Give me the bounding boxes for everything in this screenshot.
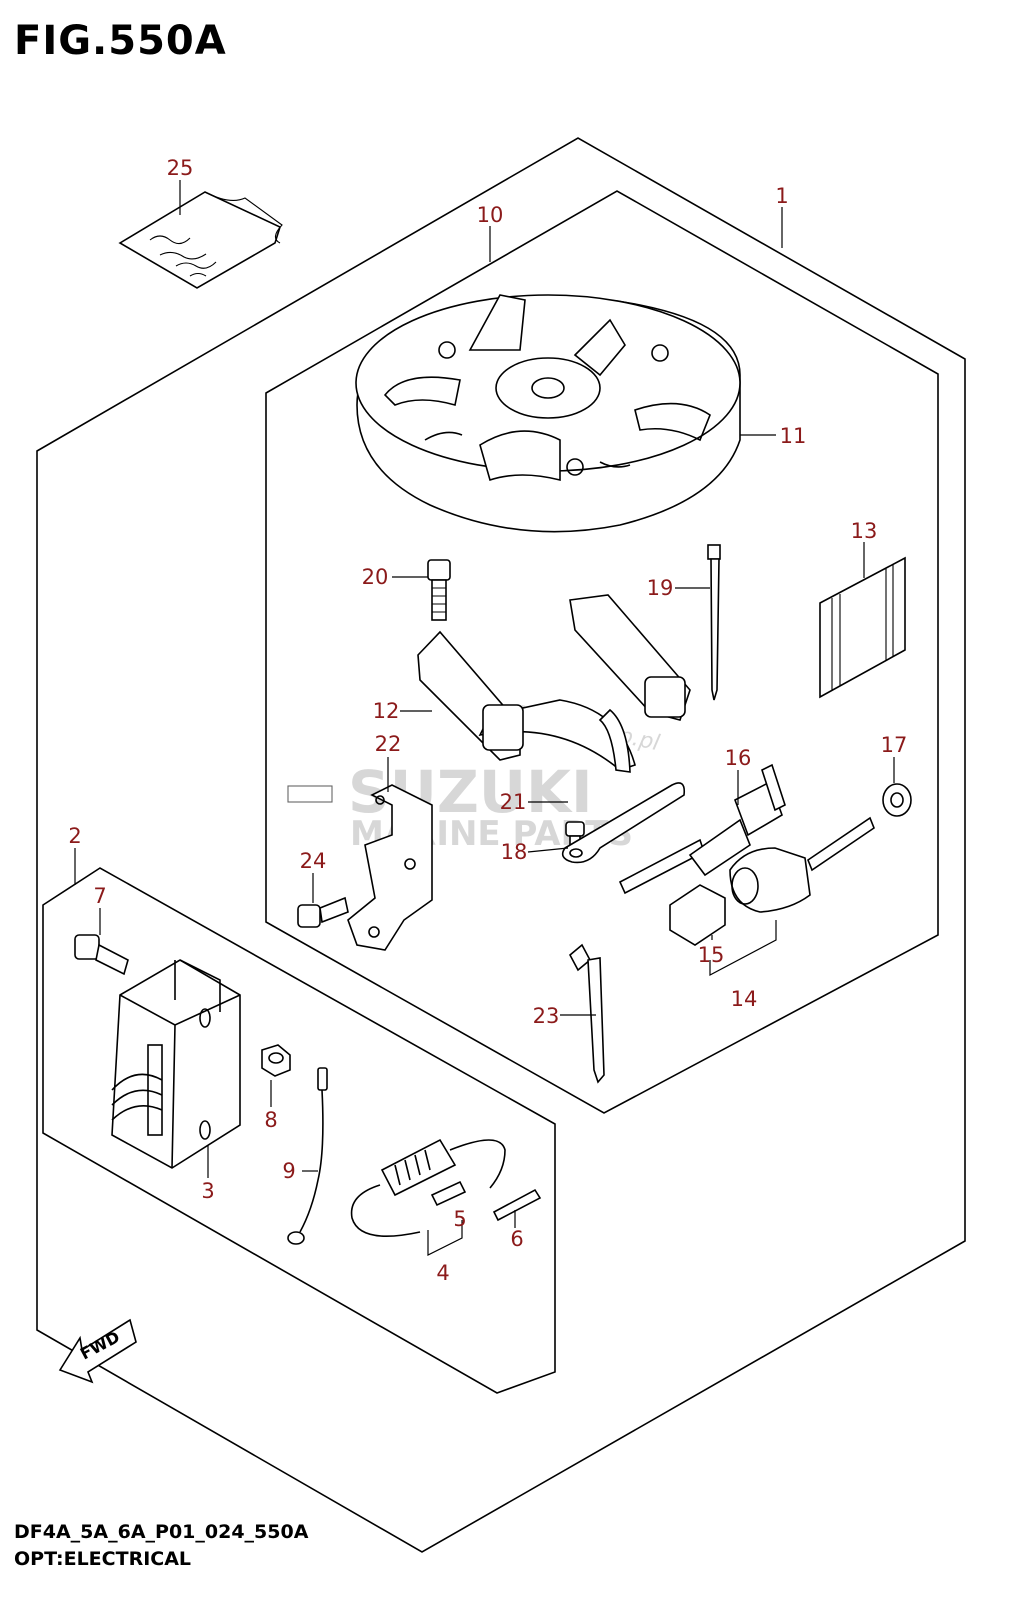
callout-9[interactable]: 9	[282, 1159, 295, 1183]
regulator-group-boundary	[42, 867, 556, 1394]
flywheel-group-boundary	[265, 190, 939, 1114]
callout-6[interactable]: 6	[510, 1227, 523, 1251]
callout-25[interactable]: 25	[167, 156, 194, 180]
callout-8[interactable]: 8	[264, 1108, 277, 1132]
callout-3[interactable]: 3	[201, 1179, 214, 1203]
callout-20[interactable]: 20	[362, 565, 389, 589]
callout-14[interactable]: 14	[731, 987, 758, 1011]
callout-18[interactable]: 18	[501, 840, 528, 864]
callout-5[interactable]: 5	[453, 1207, 466, 1231]
part-24-bolt[interactable]	[297, 896, 349, 928]
part-15-coupler[interactable]	[669, 884, 726, 946]
part-4-fuse-holder[interactable]	[350, 1138, 506, 1237]
part-7-bolt[interactable]	[74, 934, 129, 976]
part-5-fuse[interactable]	[430, 1180, 467, 1207]
callout-19[interactable]: 19	[647, 576, 674, 600]
callout-labels: 1 2 3 4 5 6 7 8 9 10 11 12 13 14 15 16 1…	[68, 156, 907, 1285]
callout-17[interactable]: 17	[881, 733, 908, 757]
callout-4[interactable]: 4	[436, 1261, 449, 1285]
callout-1[interactable]: 1	[775, 184, 788, 208]
part-3-regulator[interactable]	[111, 959, 241, 1169]
part-19-cable-tie[interactable]	[707, 544, 721, 701]
kit-boundary	[36, 137, 966, 1553]
figure-subtitle: OPT:ELECTRICAL	[14, 1548, 192, 1570]
part-17-grommet[interactable]	[882, 783, 912, 817]
part-6-pin[interactable]	[492, 1188, 542, 1222]
part-18-ground-lead[interactable]	[561, 782, 686, 864]
part-13-label[interactable]	[819, 556, 906, 699]
fwd-direction-badge: FWD	[58, 1318, 137, 1384]
part-9-ground-wire[interactable]	[287, 1067, 328, 1245]
part-12-charging-coils[interactable]	[417, 594, 691, 773]
callout-21[interactable]: 21	[500, 790, 527, 814]
callout-11[interactable]: 11	[780, 424, 807, 448]
callout-22[interactable]: 22	[375, 732, 402, 756]
callout-7[interactable]: 7	[93, 884, 106, 908]
callout-23[interactable]: 23	[533, 1004, 560, 1028]
part-16-connector[interactable]	[618, 763, 786, 895]
callout-15[interactable]: 15	[698, 943, 725, 967]
part-23-cable-tie[interactable]	[568, 943, 605, 1084]
callout-2[interactable]: 2	[68, 824, 81, 848]
callout-12[interactable]: 12	[373, 699, 400, 723]
part-8-nut[interactable]	[261, 1044, 291, 1077]
part-14-plug-assembly[interactable]	[729, 816, 875, 913]
figure-code: DF4A_5A_6A_P01_024_550A	[14, 1521, 309, 1543]
part-11-flywheel[interactable]	[355, 294, 741, 533]
part-22-bracket[interactable]	[347, 784, 433, 951]
leader-lines	[74, 180, 895, 1256]
callout-10[interactable]: 10	[477, 203, 504, 227]
callout-13[interactable]: 13	[851, 519, 878, 543]
part-25-instruction-sheet[interactable]	[118, 191, 283, 289]
figure-title: FIG.550A	[14, 18, 227, 64]
callout-24[interactable]: 24	[300, 849, 327, 873]
callout-16[interactable]: 16	[725, 746, 752, 770]
part-20-bolt[interactable]	[427, 559, 451, 621]
